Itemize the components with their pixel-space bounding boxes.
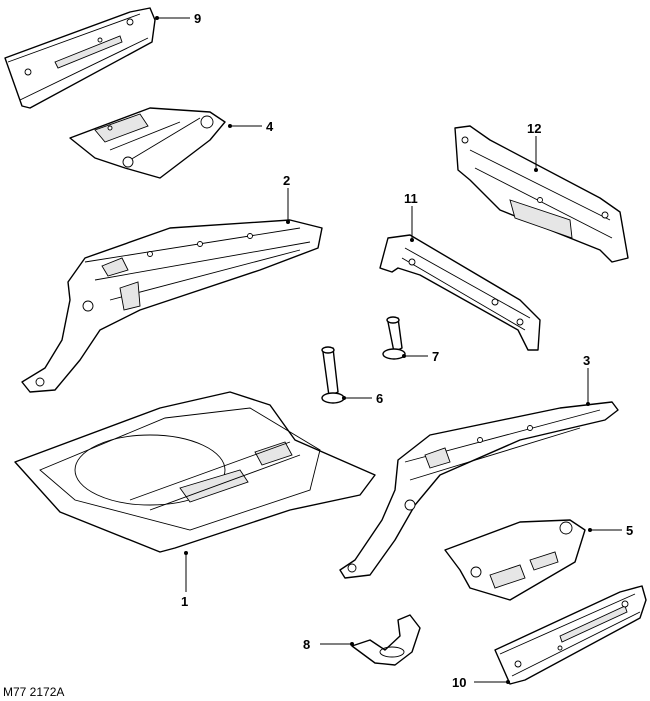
- callout-5: 5: [626, 523, 633, 538]
- part-4-bracket: [69, 107, 226, 179]
- part-10-panel: [494, 585, 647, 685]
- part-12-crossmember: [454, 125, 629, 263]
- callout-labels: 9 4 2 12 11 7 6 3 5 1 8 10: [181, 11, 633, 690]
- callout-8: 8: [303, 637, 310, 652]
- part-7-stud: [382, 316, 406, 360]
- part-1-floor: [14, 391, 376, 553]
- part-11-brace: [379, 234, 541, 351]
- callout-7: 7: [432, 349, 439, 364]
- callout-12: 12: [527, 121, 541, 136]
- callout-6: 6: [376, 391, 383, 406]
- part-5-bracket: [444, 519, 586, 601]
- callout-4: 4: [266, 119, 274, 134]
- callout-3: 3: [583, 353, 590, 368]
- leader-lines: [155, 16, 622, 684]
- callout-9: 9: [194, 11, 201, 26]
- callout-10: 10: [452, 675, 466, 690]
- part-9-panel: [4, 7, 156, 109]
- part-2-rail: [21, 219, 323, 393]
- figure-reference: M77 2172A: [3, 685, 64, 699]
- part-3-rail: [339, 401, 619, 579]
- part-8-bracket: [351, 614, 421, 666]
- callout-11: 11: [404, 191, 418, 206]
- callout-2: 2: [283, 173, 290, 188]
- callout-1: 1: [181, 594, 188, 609]
- part-6-stud: [321, 346, 345, 404]
